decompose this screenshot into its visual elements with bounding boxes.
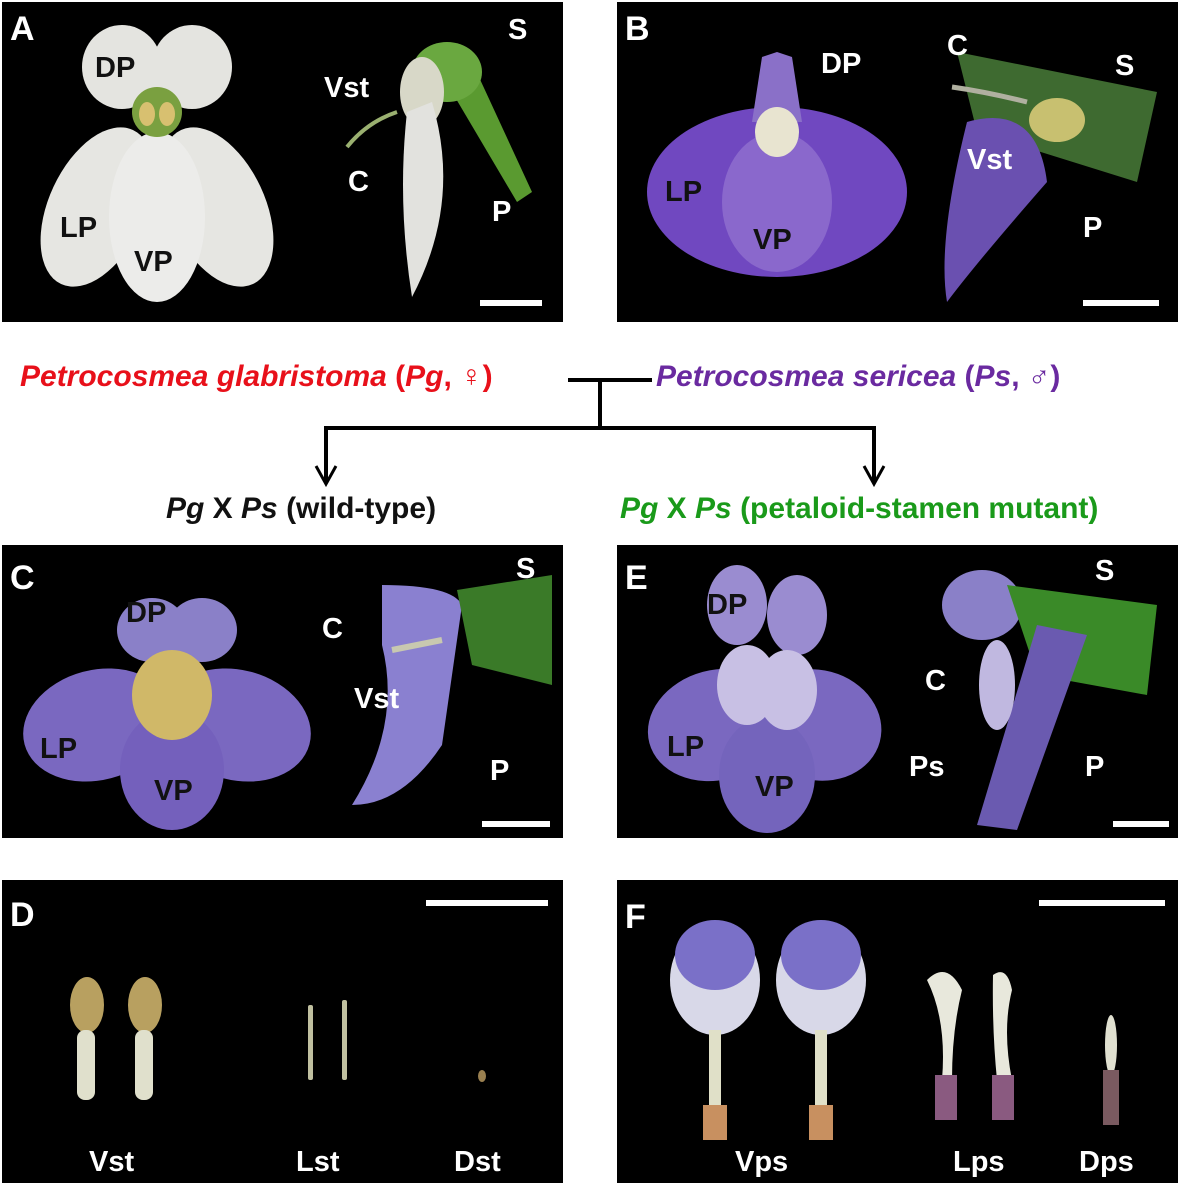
male-symbol-icon: ♂ <box>1027 360 1051 393</box>
species-abbr: Ps <box>695 492 732 525</box>
panel-e: E DP LP VP S C Ps P <box>617 545 1178 838</box>
cross-symbol: X <box>658 492 696 525</box>
species-abbr: Pg <box>620 492 659 525</box>
paren: ) <box>1050 360 1061 393</box>
label-vps: Vps <box>735 1146 789 1178</box>
panel-a: A DP LP VP S Vst C P <box>2 2 563 322</box>
label-vp: VP <box>154 775 193 807</box>
panel-d: D Vst Lst Dst <box>2 880 563 1183</box>
label-vp: VP <box>753 224 792 256</box>
scale-bar <box>482 821 550 827</box>
label-p: P <box>492 196 512 228</box>
scale-bar <box>480 300 542 306</box>
panel-letter: B <box>625 10 650 48</box>
description: (petaloid-stamen mutant) <box>731 492 1099 525</box>
label-lps: Lps <box>953 1146 1005 1178</box>
cross-lines <box>314 378 886 488</box>
panel-c: C DP LP VP S C Vst P <box>2 545 563 838</box>
male-parent-name: Petrocosmea sericea (Ps, ♂) <box>656 362 1060 392</box>
species-abbr: Ps <box>241 492 278 525</box>
label-lst: Lst <box>296 1146 340 1178</box>
panel-e-photo <box>647 565 1157 833</box>
scale-bar <box>1113 821 1169 827</box>
label-vst: Vst <box>89 1146 135 1178</box>
separator: , <box>1011 360 1028 393</box>
label-ps: Ps <box>909 751 945 783</box>
label-p: P <box>1083 212 1103 244</box>
label-dp: DP <box>707 589 748 621</box>
species-abbr: Ps <box>974 360 1012 393</box>
label-vst: Vst <box>324 72 370 104</box>
panel-b: B DP LP VP C S Vst P <box>617 2 1178 322</box>
label-lp: LP <box>60 212 98 244</box>
label-c: C <box>348 166 369 198</box>
label-dps: Dps <box>1079 1146 1134 1178</box>
panel-letter: E <box>625 559 648 597</box>
cross-symbol: X <box>204 492 242 525</box>
panel-b-photo <box>647 52 1157 302</box>
paren: ) <box>482 360 493 393</box>
separator: , <box>443 360 461 393</box>
label-lp: LP <box>40 733 78 765</box>
label-s: S <box>508 14 528 46</box>
label-vp: VP <box>755 771 794 803</box>
species-name: Petrocosmea glabristoma <box>20 360 387 393</box>
label-dp: DP <box>821 48 862 80</box>
label-s: S <box>1115 50 1135 82</box>
label-dst: Dst <box>454 1146 501 1178</box>
scale-bar <box>426 900 548 906</box>
scale-bar <box>1083 300 1159 306</box>
label-p: P <box>490 755 510 787</box>
paren: ( <box>956 360 975 393</box>
panel-a-photo <box>40 25 532 302</box>
label-dp: DP <box>95 52 136 84</box>
label-s: S <box>1095 555 1115 587</box>
female-symbol-icon: ♀ <box>460 360 483 393</box>
label-vst: Vst <box>967 144 1013 176</box>
label-p: P <box>1085 751 1105 783</box>
species-name: Petrocosmea sericea <box>656 360 957 393</box>
scale-bar <box>1039 900 1165 906</box>
panel-f: F Vps Lps Dps <box>617 880 1178 1183</box>
panel-letter: F <box>625 898 646 936</box>
panel-d-photo <box>70 977 486 1100</box>
wildtype-label: Pg X Ps (wild-type) <box>166 494 436 524</box>
species-abbr: Pg <box>166 492 205 525</box>
panel-letter: C <box>10 559 35 597</box>
female-parent-name: Petrocosmea glabristoma (Pg, ♀) <box>20 362 493 392</box>
paren: ( <box>386 360 406 393</box>
label-lp: LP <box>665 176 703 208</box>
label-c: C <box>947 30 968 62</box>
panel-c-photo <box>23 575 552 830</box>
description: (wild-type) <box>277 492 437 525</box>
mutant-label: Pg X Ps (petaloid-stamen mutant) <box>620 494 1098 524</box>
label-vp: VP <box>134 246 173 278</box>
panel-f-photo <box>670 920 1119 1140</box>
panel-letter: A <box>10 10 35 48</box>
panel-letter: D <box>10 896 35 934</box>
species-abbr: Pg <box>405 360 444 393</box>
label-c: C <box>322 613 343 645</box>
label-lp: LP <box>667 731 705 763</box>
label-s: S <box>516 553 536 585</box>
label-dp: DP <box>126 597 167 629</box>
label-c: C <box>925 665 946 697</box>
label-vst: Vst <box>354 683 400 715</box>
